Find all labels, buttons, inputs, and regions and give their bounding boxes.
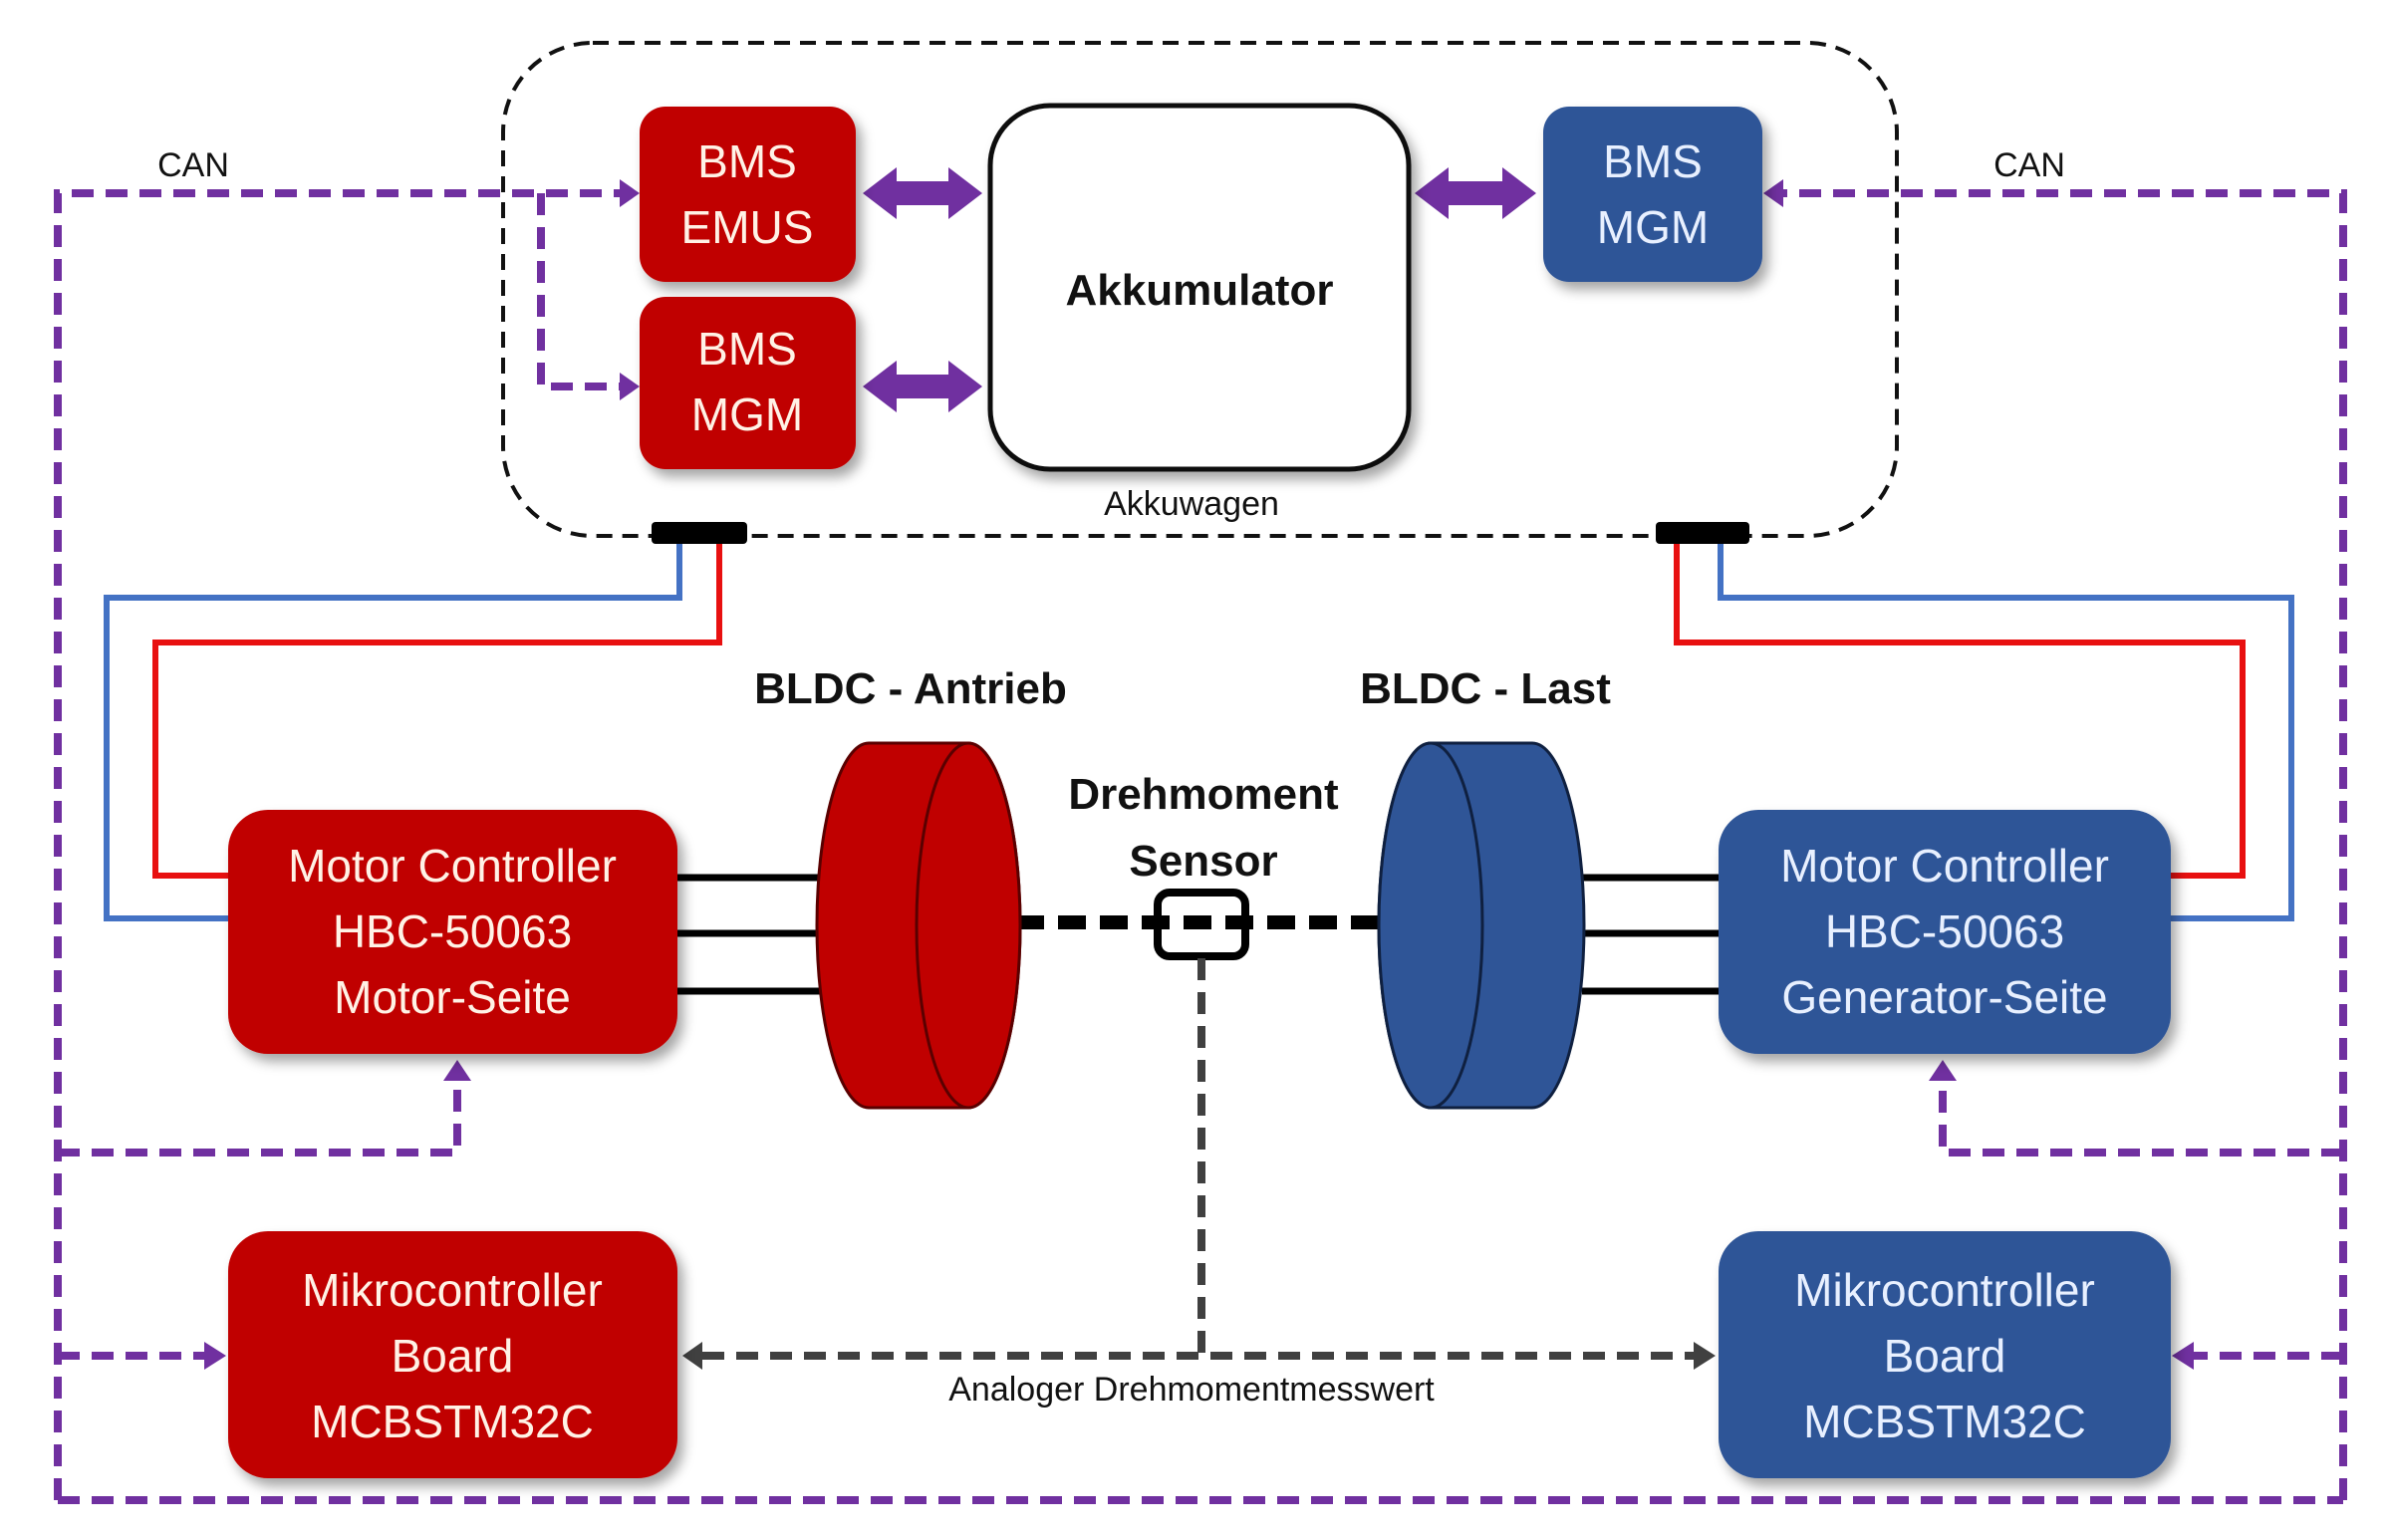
bms-emus-box[interactable]: BMS EMUS [640, 107, 856, 282]
mc-left-line3: Motor-Seite [334, 971, 571, 1023]
akkumulator-box[interactable]: Akkumulator [987, 103, 1412, 472]
double-arrow-emus-akku [863, 167, 982, 219]
bldc-antrieb-motor[interactable] [815, 741, 1022, 1110]
mikrocontroller-right-box[interactable]: Mikrocontroller Board MCBSTM32C [1719, 1231, 2171, 1478]
motor-controller-left-box[interactable]: Motor Controller HBC-50063 Motor-Seite [228, 810, 677, 1054]
motor-controller-right-box[interactable]: Motor Controller HBC-50063 Generator-Sei… [1719, 810, 2171, 1054]
mcu-right-line3: MCBSTM32C [1803, 1396, 2086, 1447]
wire-blue-left [104, 544, 682, 921]
mcu-right-line2: Board [1884, 1330, 2006, 1382]
arrow-icon [682, 1342, 702, 1370]
mc-left-line1: Motor Controller [288, 840, 617, 892]
bms-mgm-red-line2: MGM [691, 388, 803, 440]
mcu-right-line1: Mikrocontroller [1794, 1264, 2095, 1316]
connector-left [652, 522, 747, 544]
mc-right-line1: Motor Controller [1780, 840, 2109, 892]
can-line-left [54, 189, 628, 1500]
bms-mgm-red-box[interactable]: BMS MGM [640, 297, 856, 469]
double-arrow-mgm-akku [863, 361, 982, 412]
bms-mgm-blue-box[interactable]: BMS MGM [1543, 107, 1762, 282]
arrow-icon [1763, 179, 1783, 207]
arrow-icon [620, 373, 640, 400]
mikrocontroller-left-box[interactable]: Mikrocontroller Board MCBSTM32C [228, 1231, 677, 1478]
bms-mgm-blue-line2: MGM [1597, 201, 1709, 253]
double-arrow-akku-mgm-blue [1415, 167, 1536, 219]
bms-emus-line2: EMUS [681, 201, 814, 253]
arrow-icon [443, 1060, 471, 1081]
mc-right-line2: HBC-50063 [1825, 905, 2064, 957]
arrow-icon [620, 179, 640, 207]
mc-left-line2: HBC-50063 [333, 905, 572, 957]
torque-sensor[interactable] [1154, 889, 1249, 960]
arrow-icon [204, 1342, 226, 1370]
bms-mgm-blue-line1: BMS [1603, 135, 1703, 187]
can-right-label: CAN [1993, 146, 2065, 184]
mcu-left-line2: Board [392, 1330, 514, 1382]
bms-mgm-red-line1: BMS [697, 323, 797, 375]
arrow-icon [1694, 1342, 1716, 1370]
phase-wires-right [1582, 874, 1719, 995]
mc-right-line3: Generator-Seite [1781, 971, 2107, 1023]
akkumulator-label: Akkumulator [1066, 266, 1334, 315]
sensor-label-line2: Sensor [1129, 837, 1277, 886]
arrow-icon [1929, 1060, 1957, 1081]
mcu-left-line1: Mikrocontroller [302, 1264, 603, 1316]
can-left-label: CAN [157, 146, 229, 184]
can-line-right [1783, 189, 2347, 1500]
bldc-antrieb-label: BLDC - Antrieb [754, 664, 1067, 713]
wire-red-right [1674, 544, 2246, 879]
akkuwagen-label: Akkuwagen [1104, 485, 1279, 523]
connector-right [1656, 522, 1749, 544]
bldc-last-motor[interactable] [1377, 741, 1586, 1110]
phase-wires-left [677, 874, 821, 995]
wire-red-left [152, 544, 722, 879]
can-branch-bms-mgm [537, 193, 628, 390]
can-to-mc-left [58, 1081, 461, 1156]
analog-label: Analoger Drehmomentmesswert [948, 1371, 1435, 1409]
arrow-icon [2172, 1342, 2194, 1370]
sensor-label-line1: Drehmoment [1068, 770, 1339, 819]
bms-emus-line1: BMS [697, 135, 797, 187]
bldc-last-label: BLDC - Last [1360, 664, 1611, 713]
can-to-mc-right [1939, 1081, 2343, 1156]
wire-blue-right [1718, 544, 2294, 921]
akkuwagen-container [501, 41, 1899, 538]
mcu-left-line3: MCBSTM32C [311, 1396, 594, 1447]
